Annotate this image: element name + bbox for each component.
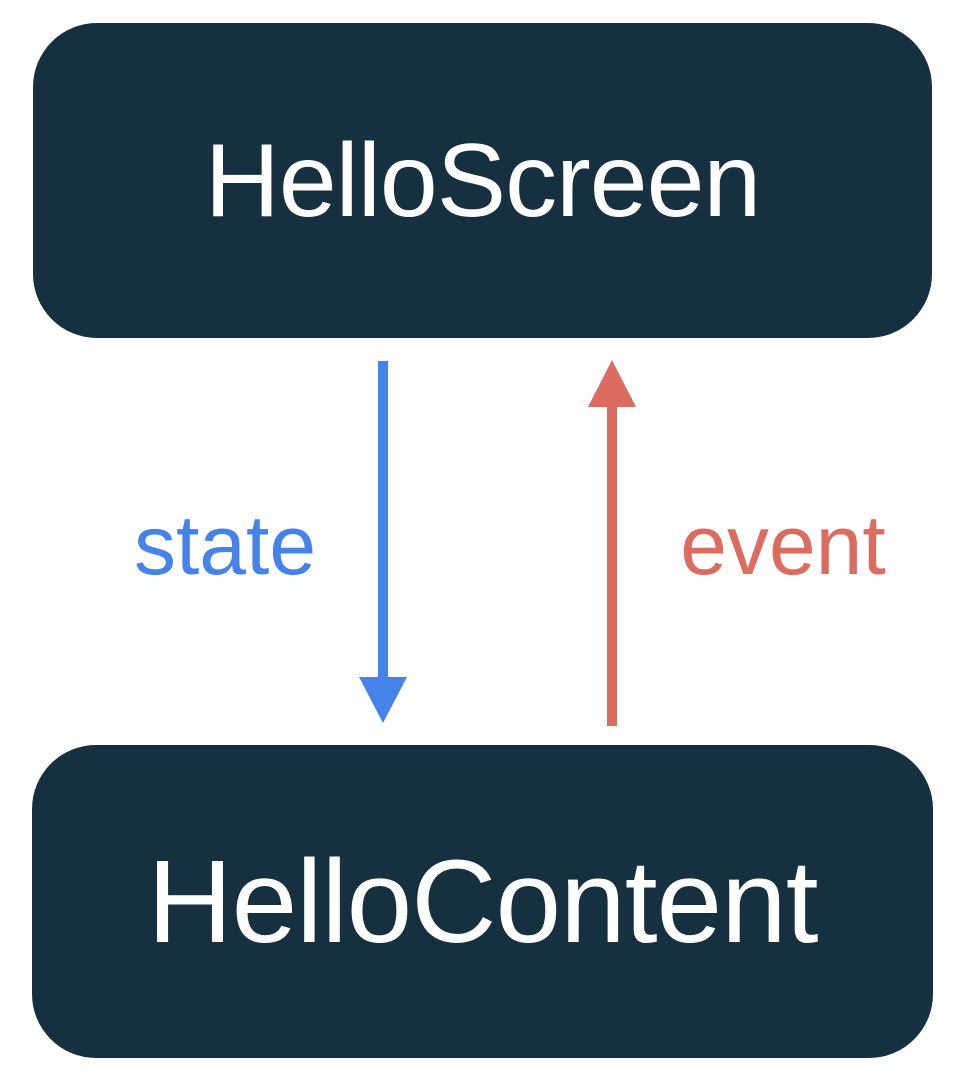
- event-label: event: [680, 498, 886, 592]
- state-arrow-head-icon: [359, 677, 407, 723]
- event-arrow-head-icon: [588, 360, 636, 407]
- hello-screen-label: HelloScreen: [204, 122, 762, 239]
- hello-screen-box: HelloScreen: [33, 23, 932, 338]
- state-label: state: [133, 498, 317, 592]
- hello-content-label: HelloContent: [147, 835, 818, 968]
- hello-content-box: HelloContent: [32, 745, 933, 1058]
